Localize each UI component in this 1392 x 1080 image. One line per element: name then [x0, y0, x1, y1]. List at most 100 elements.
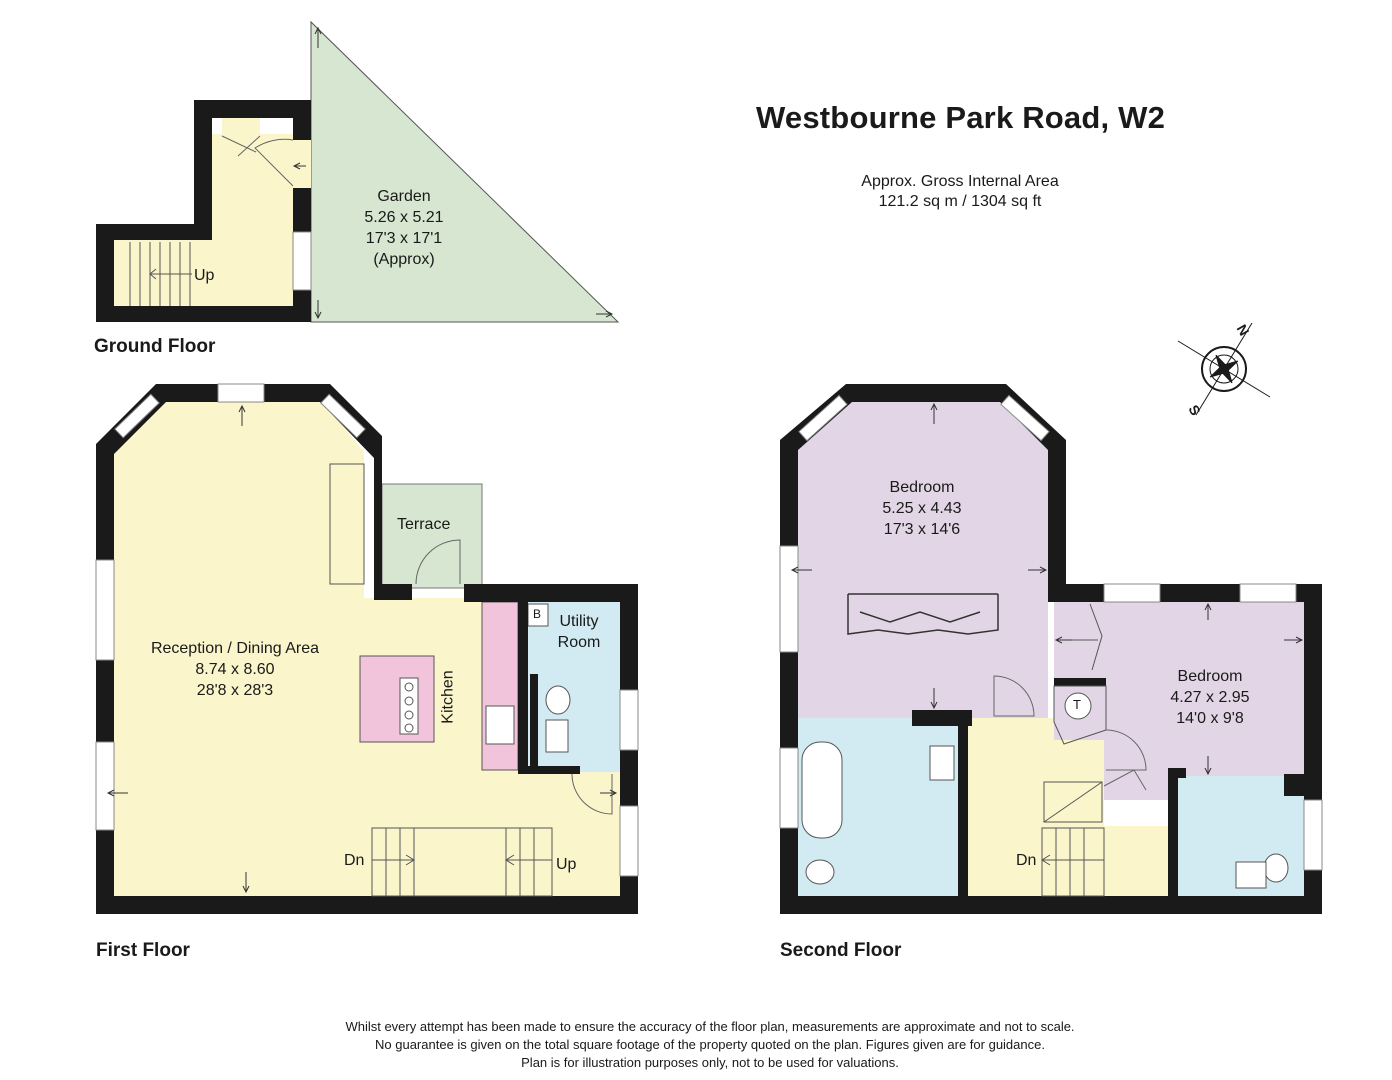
bed	[847, 593, 999, 635]
bedroom2-imperial: 14'0 x 9'8	[1176, 710, 1244, 727]
ground-floor-label: Ground Floor	[94, 336, 216, 357]
reception-metric: 8.74 x 8.60	[195, 661, 275, 678]
utility-window	[619, 689, 639, 751]
first-floor-label: First Floor	[96, 940, 190, 961]
hob	[399, 677, 419, 735]
first-window-right	[619, 805, 639, 877]
second-bay-window-tr	[1000, 394, 1050, 442]
landing-floor	[966, 718, 1168, 896]
garden-label: Garden 5.26 x 5.21 17'3 x 17'1 (Approx)	[336, 186, 472, 270]
first-internal-wall-utility-bottom	[518, 766, 580, 774]
gross-internal-area: Approx. Gross Internal Area 121.2 sq m /…	[820, 172, 1100, 212]
first-stairs-up-label: Up	[556, 856, 577, 873]
second-floor-walls	[780, 384, 1322, 914]
bedroom1-label: Bedroom 5.25 x 4.43 17'3 x 14'6	[850, 477, 994, 540]
second-floor-plan	[779, 384, 1323, 914]
second-bay-window-tl	[798, 394, 848, 442]
ground-floor-walls	[96, 100, 311, 322]
second-floor-stairs	[1041, 781, 1105, 897]
utility-door-swing	[571, 773, 613, 815]
terrace-door-swing	[415, 539, 461, 585]
ensuite-basin	[1235, 861, 1267, 889]
terrace-area	[381, 483, 483, 589]
bedroom1-metric: 5.25 x 4.43	[882, 500, 962, 517]
tank-marker: T	[1073, 697, 1081, 712]
garden-note: (Approx)	[373, 251, 435, 268]
reception-floor	[114, 402, 620, 896]
disclaimer-line-2: No guarantee is given on the total squar…	[375, 1037, 1045, 1052]
bedroom1-floor	[798, 402, 1048, 718]
first-floor-stairs	[371, 827, 553, 897]
second-wall-tank	[1054, 678, 1106, 686]
garden-name: Garden	[377, 188, 431, 205]
bedroom2-door-swing	[1105, 729, 1147, 771]
reception-name: Reception / Dining Area	[150, 640, 320, 657]
second-dimension-arrows	[790, 402, 1304, 776]
second-wall-bath-right	[958, 718, 968, 896]
utility-line1: Utility	[559, 613, 599, 630]
second-wall-ensuite-top	[1168, 768, 1186, 778]
ensuite-window	[1303, 799, 1323, 871]
utility-wc	[545, 685, 571, 715]
boiler-marker: B	[533, 607, 542, 621]
bedroom1-name: Bedroom	[889, 479, 955, 496]
kitchen-sink	[485, 705, 515, 745]
area-label: Approx. Gross Internal Area	[861, 173, 1059, 190]
ground-stairs	[129, 242, 192, 306]
utility-line2: Room	[557, 634, 601, 651]
garden-area	[310, 20, 620, 323]
bedroom2-window-1	[1103, 583, 1161, 603]
utility-room-label: Utility Room	[548, 611, 610, 653]
second-window-bath	[779, 747, 799, 829]
bedroom2-name: Bedroom	[1177, 668, 1243, 685]
garden-metric: 5.26 x 5.21	[364, 209, 444, 226]
ground-floor-plan	[96, 20, 620, 323]
kitchen-label: Kitchen	[439, 670, 457, 724]
disclaimer-line-3: Plan is for illustration purposes only, …	[521, 1055, 899, 1070]
first-bay-window-top	[217, 383, 265, 403]
first-internal-wall-utility-inner	[530, 674, 538, 768]
terrace-label: Terrace	[397, 516, 451, 533]
reception-imperial: 28'8 x 28'3	[196, 682, 274, 699]
ground-entrance-door	[222, 118, 260, 136]
garden-door-opening	[293, 140, 311, 188]
disclaimer: Whilst every attempt has been made to en…	[280, 1018, 1140, 1072]
second-floor-label: Second Floor	[780, 940, 902, 961]
front-door-swing	[221, 135, 261, 157]
first-stairs-dn-label: Dn	[344, 852, 365, 869]
ground-window	[292, 231, 312, 291]
garden-imperial: 17'3 x 17'1	[365, 230, 443, 247]
first-internal-wall-utility	[518, 602, 528, 772]
second-stairs-dn-label: Dn	[1016, 852, 1037, 869]
second-wall-ensuite-top2	[1284, 774, 1304, 796]
kitchen-island	[359, 655, 435, 743]
bath-basin	[929, 745, 955, 781]
bedroom1-imperial: 17'3 x 14'6	[883, 521, 961, 538]
area-value: 121.2 sq m / 1304 sq ft	[878, 193, 1042, 210]
bedroom2-metric: 4.27 x 2.95	[1170, 689, 1250, 706]
ensuite-wc	[1263, 853, 1289, 883]
utility-basin	[545, 719, 569, 753]
property-title: Westbourne Park Road, W2	[756, 100, 1166, 135]
second-wall-bath-top	[912, 710, 972, 726]
kitchen-counter	[481, 601, 519, 771]
first-dimension-arrows	[106, 404, 618, 894]
compass-rose-icon	[1177, 322, 1271, 416]
garden-dimension-arrows	[292, 26, 614, 320]
reception-label: Reception / Dining Area 8.74 x 8.60 28'8…	[130, 638, 340, 701]
bath-wc	[805, 859, 835, 885]
ensuite-door-leaf	[1103, 769, 1147, 791]
bathtub	[801, 741, 843, 839]
bedroom2-window-2	[1239, 583, 1297, 603]
second-window-left	[779, 545, 799, 653]
tank-cupboard	[1053, 685, 1107, 745]
tank-circle	[1064, 692, 1092, 720]
ground-door-swing	[254, 138, 294, 187]
bedroom2-floor	[1054, 602, 1304, 800]
first-bay-window-tl	[114, 393, 160, 439]
bedroom1-door-swing	[993, 675, 1035, 717]
bedroom2-label: Bedroom 4.27 x 2.95 14'0 x 9'8	[1140, 666, 1280, 729]
first-window-left	[95, 559, 115, 661]
first-window-left-2	[95, 741, 115, 831]
